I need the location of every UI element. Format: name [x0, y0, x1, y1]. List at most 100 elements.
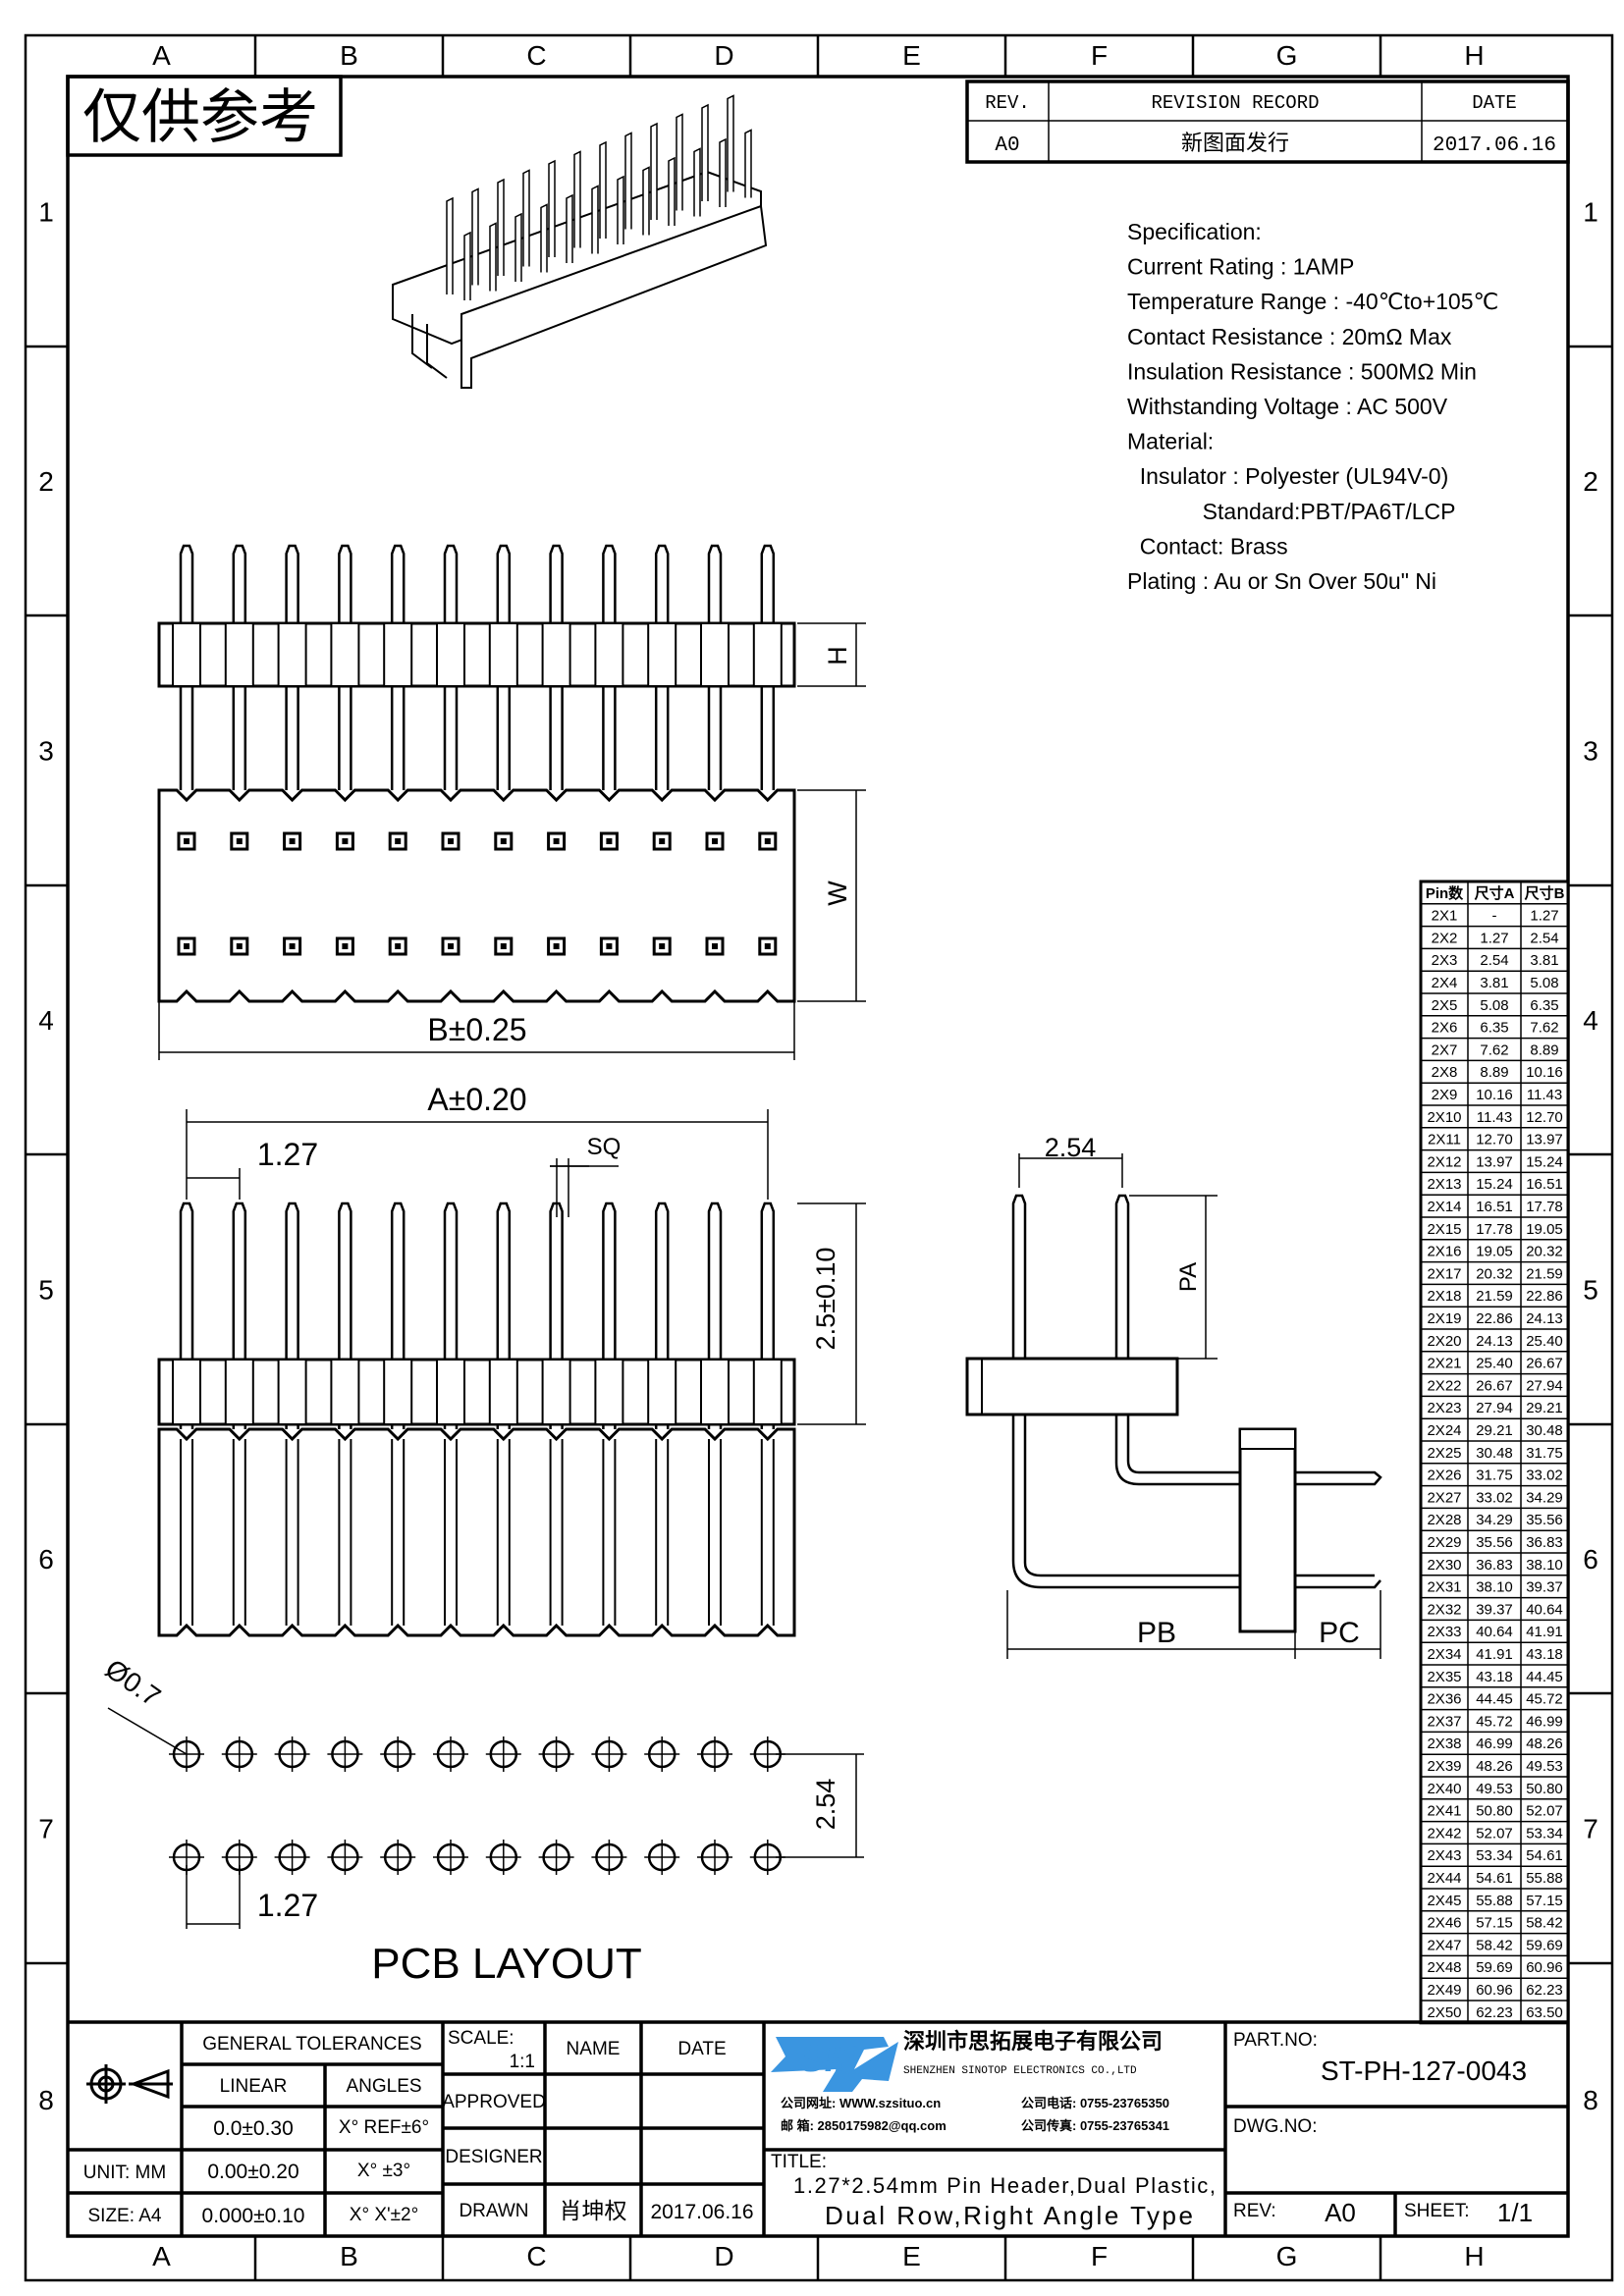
title-line-2: Dual Row,Right Angle Type	[825, 2201, 1193, 2230]
table-cell: 2X39	[1427, 1758, 1461, 1775]
table-header-cell: 尺寸B	[1525, 884, 1565, 902]
iso-pin	[650, 122, 658, 220]
zone-row-label: 4	[1583, 1005, 1598, 1036]
table-cell: 2X16	[1427, 1244, 1461, 1260]
dim-height: 2.5±0.10	[811, 1248, 840, 1351]
linear-value-2: 0.00±0.20	[207, 2161, 298, 2183]
table-cell: 2X21	[1427, 1356, 1461, 1372]
table-cell: 41.91	[1476, 1646, 1513, 1663]
iso-pin	[599, 140, 607, 239]
table-cell: 40.64	[1526, 1601, 1563, 1618]
iso-pin	[522, 169, 530, 267]
housing-cell	[594, 1359, 624, 1425]
table-cell: 17.78	[1476, 1221, 1513, 1238]
table-cell: 2X15	[1427, 1221, 1461, 1238]
iso-pin	[446, 196, 454, 294]
zone-row-label: 8	[38, 2085, 54, 2115]
dim-pcb-pitch: 1.27	[257, 1888, 318, 1923]
zone-row-label: 1	[1583, 197, 1598, 228]
table-cell: 33.02	[1476, 1489, 1513, 1506]
dim-pc: PC	[1319, 1617, 1360, 1649]
table-cell: 2X8	[1432, 1064, 1458, 1081]
table-cell: 2X44	[1427, 1870, 1461, 1887]
zone-row-label: 6	[1583, 1544, 1598, 1575]
table-cell: 2X48	[1427, 1959, 1461, 1976]
table-cell: 50.80	[1526, 1781, 1563, 1797]
table-cell: 43.18	[1526, 1646, 1563, 1663]
table-cell: 39.37	[1526, 1579, 1563, 1596]
dim-side-pitch: 2.54	[1045, 1133, 1097, 1162]
rev-header: REV.	[985, 92, 1030, 114]
table-cell: 15.24	[1476, 1176, 1513, 1193]
company-name-en: SHENZHEN SINOTOP ELECTRONICS CO.,LTD	[903, 2065, 1137, 2077]
table-cell: 13.97	[1526, 1132, 1563, 1148]
table-cell: 2X24	[1427, 1422, 1461, 1439]
table-cell: 8.89	[1480, 1064, 1508, 1081]
watermark-box	[66, 75, 343, 157]
table-cell: 44.45	[1476, 1691, 1513, 1708]
iso-housing-front	[460, 204, 768, 389]
table-cell: 49.53	[1476, 1781, 1513, 1797]
housing	[965, 1357, 1179, 1416]
table-cell: 2X27	[1427, 1489, 1461, 1506]
housing-cell	[224, 622, 254, 687]
table-cell: 45.72	[1476, 1713, 1513, 1730]
pin-square-core	[395, 943, 402, 949]
table-header-cell: Pin数	[1426, 884, 1464, 902]
table-cell: 2X20	[1427, 1333, 1461, 1350]
table-cell: 38.10	[1526, 1557, 1563, 1574]
table-cell: 16.51	[1526, 1176, 1563, 1193]
watermark-text: 仅供参考	[82, 84, 318, 150]
table-cell: 22.86	[1526, 1288, 1563, 1305]
zone-column-label: G	[1276, 40, 1298, 71]
table-cell: 2X22	[1427, 1377, 1461, 1394]
pcb-layout-view	[107, 1707, 864, 1929]
zone-column-label: D	[714, 40, 733, 71]
zone-row-label: 2	[1583, 466, 1598, 497]
table-cell: 55.88	[1526, 1870, 1563, 1887]
table-cell: 6.35	[1530, 997, 1558, 1014]
date-header: DATE	[1472, 92, 1517, 114]
zone-row-label: 7	[38, 1814, 54, 1844]
table-cell: 31.75	[1476, 1468, 1513, 1484]
table-cell: 35.56	[1476, 1534, 1513, 1551]
housing-cell	[383, 622, 413, 687]
iso-pin	[471, 187, 479, 286]
rev-label: REV:	[1233, 2201, 1276, 2221]
date-value: 2017.06.16	[1433, 134, 1556, 157]
table-cell: 2X32	[1427, 1601, 1461, 1618]
table-cell: 2.54	[1480, 952, 1508, 969]
dim-pitch: 1.27	[257, 1137, 318, 1172]
zone-column-label: F	[1091, 2241, 1108, 2271]
table-cell: 25.40	[1526, 1333, 1563, 1350]
table-cell: 55.88	[1476, 1893, 1513, 1909]
table-cell: 60.96	[1526, 1959, 1563, 1976]
pin-bend	[1011, 1415, 1381, 1589]
table-cell: 27.94	[1526, 1377, 1563, 1394]
title-line-1: 1.27*2.54mm Pin Header,Dual Plastic,	[793, 2173, 1216, 2198]
housing-cell	[647, 622, 677, 687]
scale-label: SCALE:	[448, 2028, 514, 2049]
table-cell: 2X19	[1427, 1310, 1461, 1327]
table-cell: 20.32	[1476, 1265, 1513, 1282]
iso-pin	[676, 113, 683, 211]
pin-square-core	[712, 838, 718, 844]
table-cell: 24.13	[1526, 1310, 1563, 1327]
iso-pin	[727, 94, 734, 192]
table-cell: 44.45	[1526, 1669, 1563, 1685]
iso-pin	[573, 150, 581, 248]
iso-pin	[463, 231, 471, 300]
table-cell: 46.99	[1526, 1713, 1563, 1730]
housing-cell	[594, 622, 624, 687]
table-cell: 24.13	[1476, 1333, 1513, 1350]
pin-square-core	[342, 838, 349, 844]
housing-cell	[647, 1359, 677, 1425]
zone-column-label: A	[152, 40, 171, 71]
table-cell: 40.64	[1476, 1624, 1513, 1640]
table-cell: 2X28	[1427, 1512, 1461, 1528]
part-no-label: PART.NO:	[1233, 2030, 1318, 2051]
table-cell: 3.81	[1530, 952, 1558, 969]
table-cell: 33.02	[1526, 1468, 1563, 1484]
table-cell: 2X34	[1427, 1646, 1461, 1663]
table-cell: 2X14	[1427, 1199, 1461, 1215]
